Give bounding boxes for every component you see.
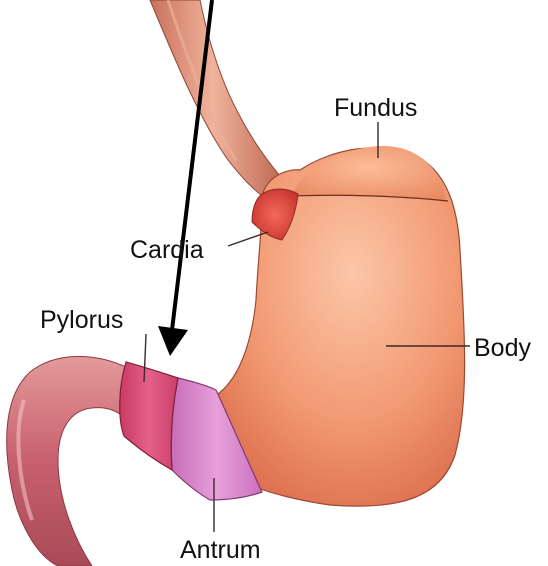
duodenum [7, 356, 128, 566]
esophagus [150, 0, 290, 196]
pylorus-label: Pylorus [40, 306, 123, 334]
body-label: Body [474, 334, 531, 362]
antrum-label: Antrum [180, 536, 261, 564]
fundus-label: Fundus [334, 94, 417, 122]
stomach-fundus [292, 146, 448, 201]
stomach-pylorus [120, 362, 178, 470]
cardia-label: Cardia [130, 236, 204, 264]
stomach-body [215, 148, 465, 506]
